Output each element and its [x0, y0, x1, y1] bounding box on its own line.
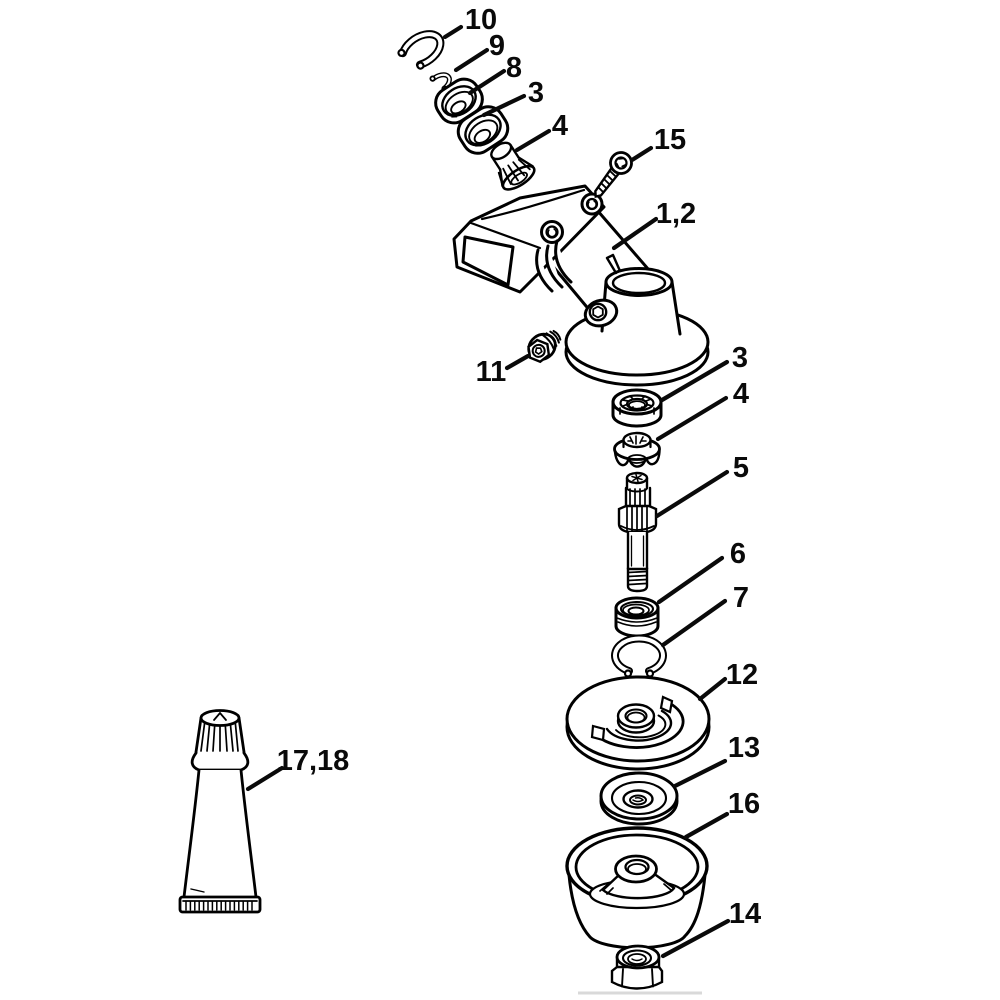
part-label-16: 16: [728, 788, 760, 820]
leader-3-lower: [659, 359, 730, 403]
part-label-8: 8: [506, 52, 522, 84]
leader-5: [654, 469, 730, 519]
part-label-11: 11: [476, 356, 507, 388]
bevel-pinion: [490, 141, 536, 191]
part-label-15: 15: [654, 124, 686, 156]
leader-1-2: [611, 216, 659, 251]
leader-16: [683, 811, 730, 840]
part-label-13: 13: [728, 732, 760, 764]
part-label-6: 6: [730, 538, 746, 570]
grease-tube: [178, 709, 262, 914]
leader-4-upper: [514, 128, 552, 153]
part-label-12: 12: [726, 659, 758, 691]
snap-ring-top: [397, 30, 445, 70]
gear-head-housing: [452, 184, 710, 387]
leader-11: [504, 353, 531, 371]
leader-6: [656, 555, 725, 605]
part-label-1-2: 1,2: [656, 198, 696, 230]
collar-nut: [610, 944, 664, 990]
ball-bearing-lower: [611, 388, 663, 428]
running-cup: [565, 826, 709, 950]
leader-9: [453, 47, 490, 73]
leader-10: [442, 24, 464, 40]
part-label-3-upper: 3: [528, 77, 544, 109]
plug-screw: [527, 329, 562, 364]
leader-7: [660, 598, 728, 648]
snap-ring-lower: [611, 634, 667, 678]
seal-ring-lower: [614, 596, 660, 638]
part-labels: 10 9 8 3 4 15 1,2 11 3 4 5 6 7 12 13 16 …: [277, 4, 761, 930]
leader-12: [697, 676, 728, 702]
bevel-gear: [613, 431, 661, 468]
part-label-5: 5: [733, 452, 749, 484]
ball-bearing-upper: [456, 105, 510, 155]
part-label-4-upper: 4: [552, 110, 568, 142]
part-label-7: 7: [733, 582, 749, 614]
leader-3-upper: [481, 93, 527, 118]
leader-15: [629, 145, 654, 163]
leader-14: [660, 918, 731, 959]
leader-13: [672, 758, 728, 789]
thrust-washer: [599, 771, 679, 826]
leader-17-18: [245, 765, 285, 792]
output-shaft: [617, 471, 658, 593]
part-label-4-lower: 4: [733, 378, 749, 410]
part-label-3-lower: 3: [732, 342, 748, 374]
seal-ring-top: [434, 77, 484, 125]
part-label-10: 10: [465, 4, 497, 36]
screw: [594, 151, 633, 198]
part-label-9: 9: [489, 30, 505, 62]
leader-lines: [245, 24, 731, 959]
part-label-14: 14: [729, 898, 761, 930]
thrust-plate: [565, 675, 711, 771]
part-label-17-18: 17,18: [277, 745, 350, 777]
leader-8: [467, 68, 507, 96]
leader-4-lower: [655, 395, 729, 442]
